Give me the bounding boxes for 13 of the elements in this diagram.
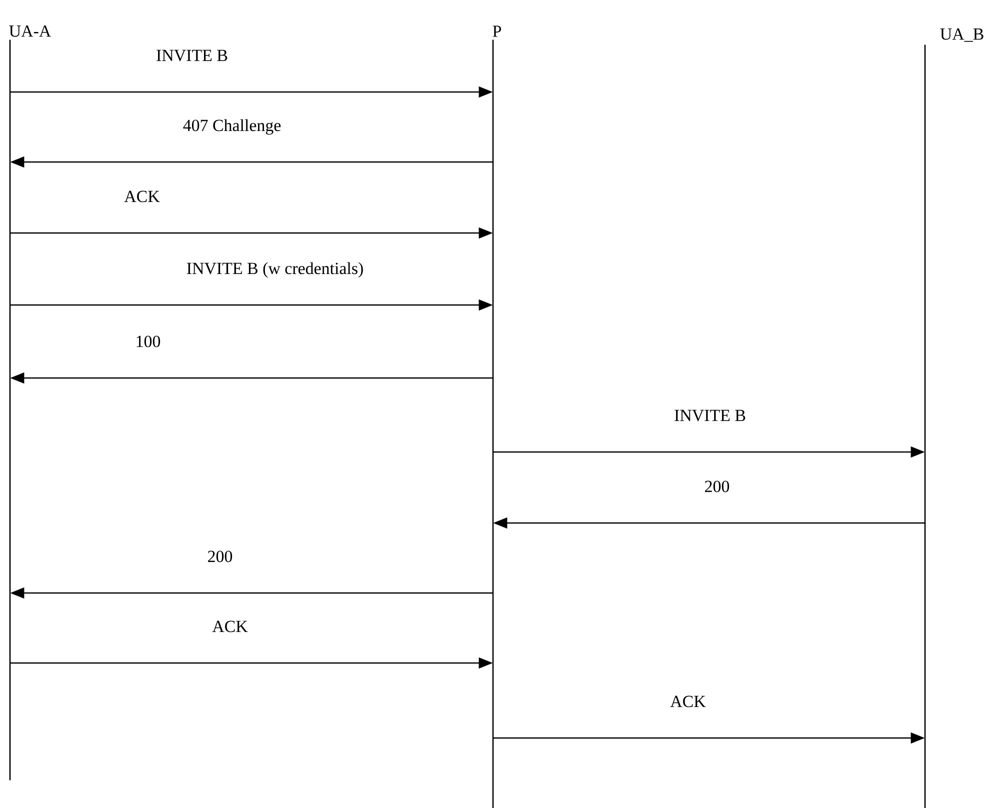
lifeline-heading: UA-A	[9, 25, 52, 37]
message-label: 100	[136, 336, 160, 348]
message-label: INVITE B	[674, 410, 746, 422]
lifeline-heading: UA_B	[940, 28, 984, 42]
message-label: ACK	[212, 620, 248, 632]
message-label: ACK	[670, 696, 706, 708]
message-label: 200	[208, 550, 232, 562]
message-label: ACK	[124, 190, 160, 202]
message-label: 200	[705, 480, 730, 492]
message-label: INVITE B (w credentials)	[186, 262, 363, 278]
message-label: 407 Challenge	[183, 119, 281, 135]
lifeline-heading: P	[492, 26, 502, 37]
message-label: INVITE B	[156, 50, 228, 62]
